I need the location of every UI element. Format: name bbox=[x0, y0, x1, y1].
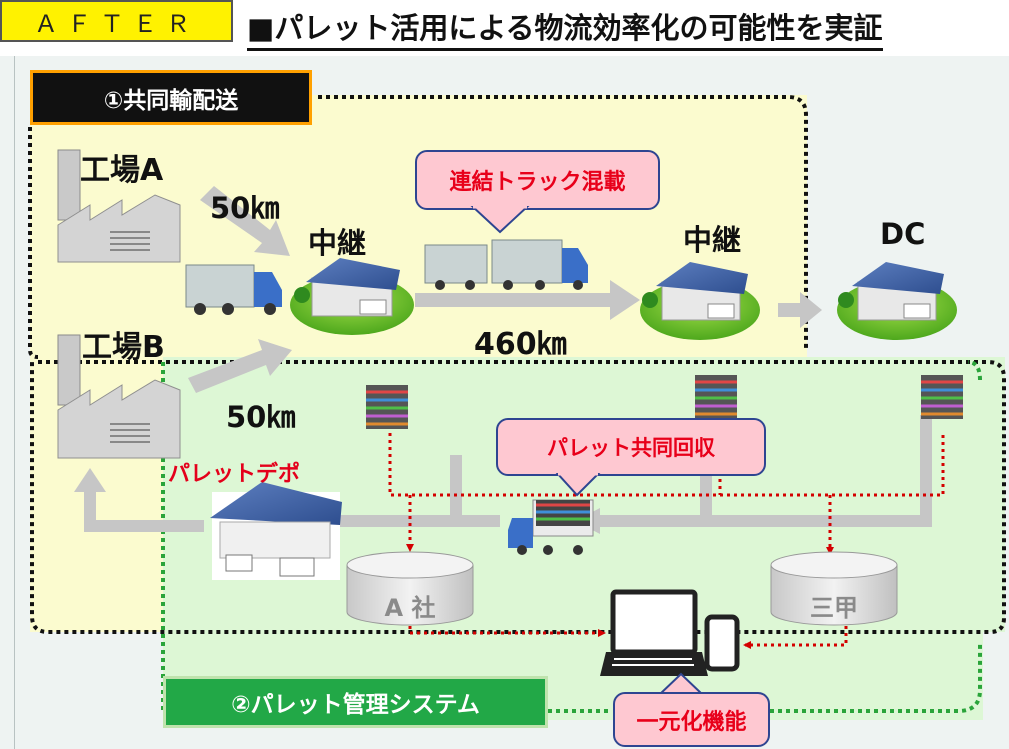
relay-2-label: 中継 bbox=[683, 223, 742, 257]
distance-a-label: 50㎞ bbox=[210, 191, 280, 225]
pallet-stack-icon-2 bbox=[695, 375, 737, 419]
pallet-system-badge: ②パレット管理システム bbox=[163, 676, 548, 728]
company-a-label: A 社 bbox=[384, 594, 436, 622]
company-b-label: 三甲 bbox=[810, 594, 858, 622]
factory-b-label: 工場B bbox=[82, 330, 165, 365]
joint-delivery-badge: ①共同輸配送 bbox=[30, 70, 312, 125]
pallet-depot-label: パレットデポ bbox=[168, 462, 301, 487]
zone2-dotted-border bbox=[30, 360, 1006, 634]
company-a-database-icon bbox=[346, 551, 474, 626]
pallet-stack-icon-3 bbox=[921, 375, 963, 419]
factory-a-icon bbox=[57, 149, 181, 263]
relay-warehouse-2-icon bbox=[640, 262, 760, 340]
flow-arrow-b bbox=[188, 339, 292, 393]
pallet-truck-icon bbox=[508, 499, 594, 555]
callout-tail-2 bbox=[555, 473, 601, 497]
flow-arrow-a bbox=[200, 186, 290, 256]
after-tag: ＡＦＴＥＲ bbox=[0, 0, 233, 42]
page-title: ■パレット活用による物流効率化の可能性を実証 bbox=[247, 8, 883, 51]
trunk-distance-label: 460㎞ bbox=[474, 327, 567, 362]
left-rule bbox=[14, 56, 15, 749]
laptop-icon bbox=[600, 589, 708, 676]
dc-warehouse-icon bbox=[837, 262, 957, 340]
zone1-dotted-border bbox=[28, 95, 808, 359]
company-b-database-icon bbox=[770, 551, 898, 626]
callout-tail-1 bbox=[470, 206, 530, 234]
relay-warehouse-1-icon bbox=[290, 258, 414, 335]
phone-icon bbox=[704, 614, 740, 672]
connected-truck-icon bbox=[424, 239, 588, 290]
factory-a-label: 工場A bbox=[80, 153, 164, 188]
distance-b-label: 50㎞ bbox=[226, 400, 296, 434]
pallet-stack-icon-1 bbox=[366, 385, 408, 429]
connected-truck-callout: 連結トラック混載 bbox=[415, 150, 660, 210]
unification-callout: 一元化機能 bbox=[613, 692, 770, 747]
factory-b-icon bbox=[57, 334, 181, 459]
relay-1-label: 中継 bbox=[308, 226, 367, 260]
dc-arrow bbox=[778, 292, 822, 328]
pallet-depot-icon bbox=[210, 482, 342, 580]
joint-collection-callout: パレット共同回収 bbox=[496, 418, 766, 476]
dc-label: DC bbox=[880, 217, 926, 251]
truck-icon-1 bbox=[185, 264, 282, 315]
trunk-arrow bbox=[415, 280, 640, 320]
